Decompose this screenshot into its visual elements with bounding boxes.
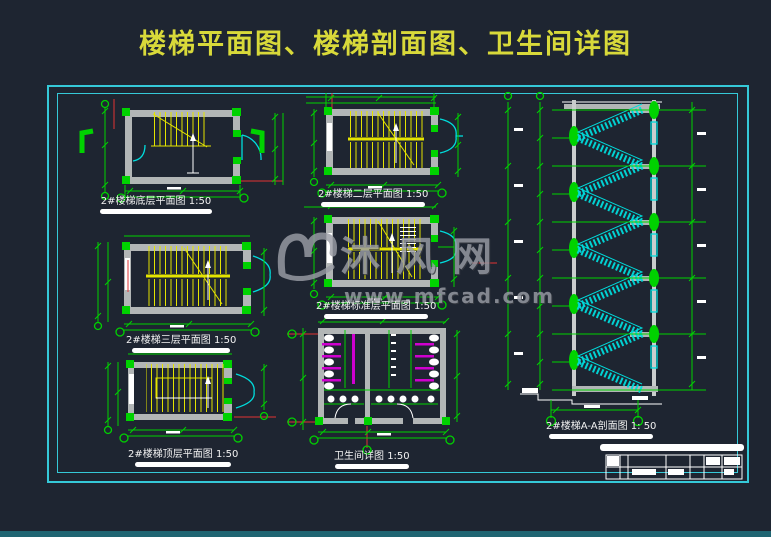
drawing-border-outer: [47, 85, 749, 483]
toilet-stalls: [322, 330, 440, 391]
toilet-detail-drawing: [285, 317, 470, 460]
plan-third-floor-drawing: [88, 230, 283, 352]
dimension-lines: [93, 235, 268, 337]
caption-scale: 1:50: [215, 449, 239, 460]
caption-label: 2#楼梯标准层平面图: [316, 301, 411, 312]
caption-underline: [549, 434, 654, 439]
walls: [315, 328, 450, 425]
caption-underline: [321, 202, 426, 207]
page-title: 楼梯平面图、楼梯剖面图、卫生间详图: [139, 29, 632, 60]
stair-section-drawing: [492, 88, 718, 437]
caption-scale: 1:50: [405, 189, 429, 200]
door-swing: [439, 230, 457, 264]
caption-plan-standard: 2#楼梯标准层平面图 1:50: [316, 297, 436, 319]
caption-label: 2#楼梯二层平面图: [318, 189, 403, 200]
plan-standard-floor-drawing: [304, 202, 499, 325]
plan-second-floor-drawing: [306, 93, 471, 207]
stair-flight: [132, 112, 211, 174]
axis-lines: [113, 99, 283, 182]
structure: [562, 100, 662, 396]
caption-plan-second: 2#楼梯二层平面图 1:50: [318, 185, 428, 207]
dimension-lines: [287, 317, 461, 455]
plan-ground-floor-drawing: [55, 97, 285, 209]
stair-flight: [146, 246, 230, 306]
caption-toilet-detail: 卫生间详图 1:50: [334, 447, 410, 469]
caption-underline: [100, 209, 212, 214]
level-lines: [552, 109, 706, 391]
bottom-edge-strip: [0, 531, 771, 537]
washbasins: [324, 395, 438, 405]
plan-top-floor-drawing: [96, 350, 281, 466]
section-cut-arrows: [79, 128, 265, 153]
caption-scale: 1: 50: [630, 421, 657, 432]
caption-plan-ground: 2#楼梯底层平面图 1:50: [100, 192, 212, 214]
stair-flights: [576, 103, 644, 394]
caption-scale: 1:50: [413, 301, 437, 312]
door-swing: [235, 373, 255, 409]
stair-flight: [348, 111, 424, 168]
dimension-lines: [304, 202, 497, 310]
dimension-lines: [100, 99, 284, 203]
caption-underline: [334, 464, 409, 469]
caption-label: 2#楼梯三层平面图: [126, 335, 211, 346]
caption-plan-third: 2#楼梯三层平面图 1:50: [126, 331, 236, 353]
caption-label: 2#楼梯顶层平面图: [128, 449, 213, 460]
title-block: [598, 442, 748, 486]
caption-scale: 1:50: [188, 196, 212, 207]
stair-flight: [348, 219, 422, 279]
caption-section: 2#楼梯A-A剖面图 1: 50: [546, 417, 656, 439]
caption-underline: [324, 314, 429, 319]
ground-and-bottom-dims: [520, 388, 662, 427]
caption-plan-top: 2#楼梯顶层平面图 1:50: [128, 445, 238, 467]
caption-underline: [135, 462, 232, 467]
dimension-lines: [306, 93, 462, 198]
caption-label: 卫生间详图: [334, 451, 384, 462]
drawing-border-inner: [57, 93, 738, 473]
caption-scale: 1:50: [213, 335, 237, 346]
door-swing: [334, 403, 414, 419]
dimension-lines: [103, 353, 276, 443]
stair-flight: [146, 364, 224, 412]
right-dimension-chain: [688, 102, 706, 390]
caption-label: 2#楼梯A-A剖面图: [546, 421, 628, 432]
caption-label: 2#楼梯底层平面图: [100, 196, 186, 207]
door-swing: [439, 118, 463, 154]
door-swing: [252, 255, 271, 293]
caption-underline: [132, 348, 231, 353]
left-dimension-chains: [503, 91, 545, 390]
door-swing: [241, 134, 262, 161]
caption-scale: 1:50: [387, 451, 410, 462]
